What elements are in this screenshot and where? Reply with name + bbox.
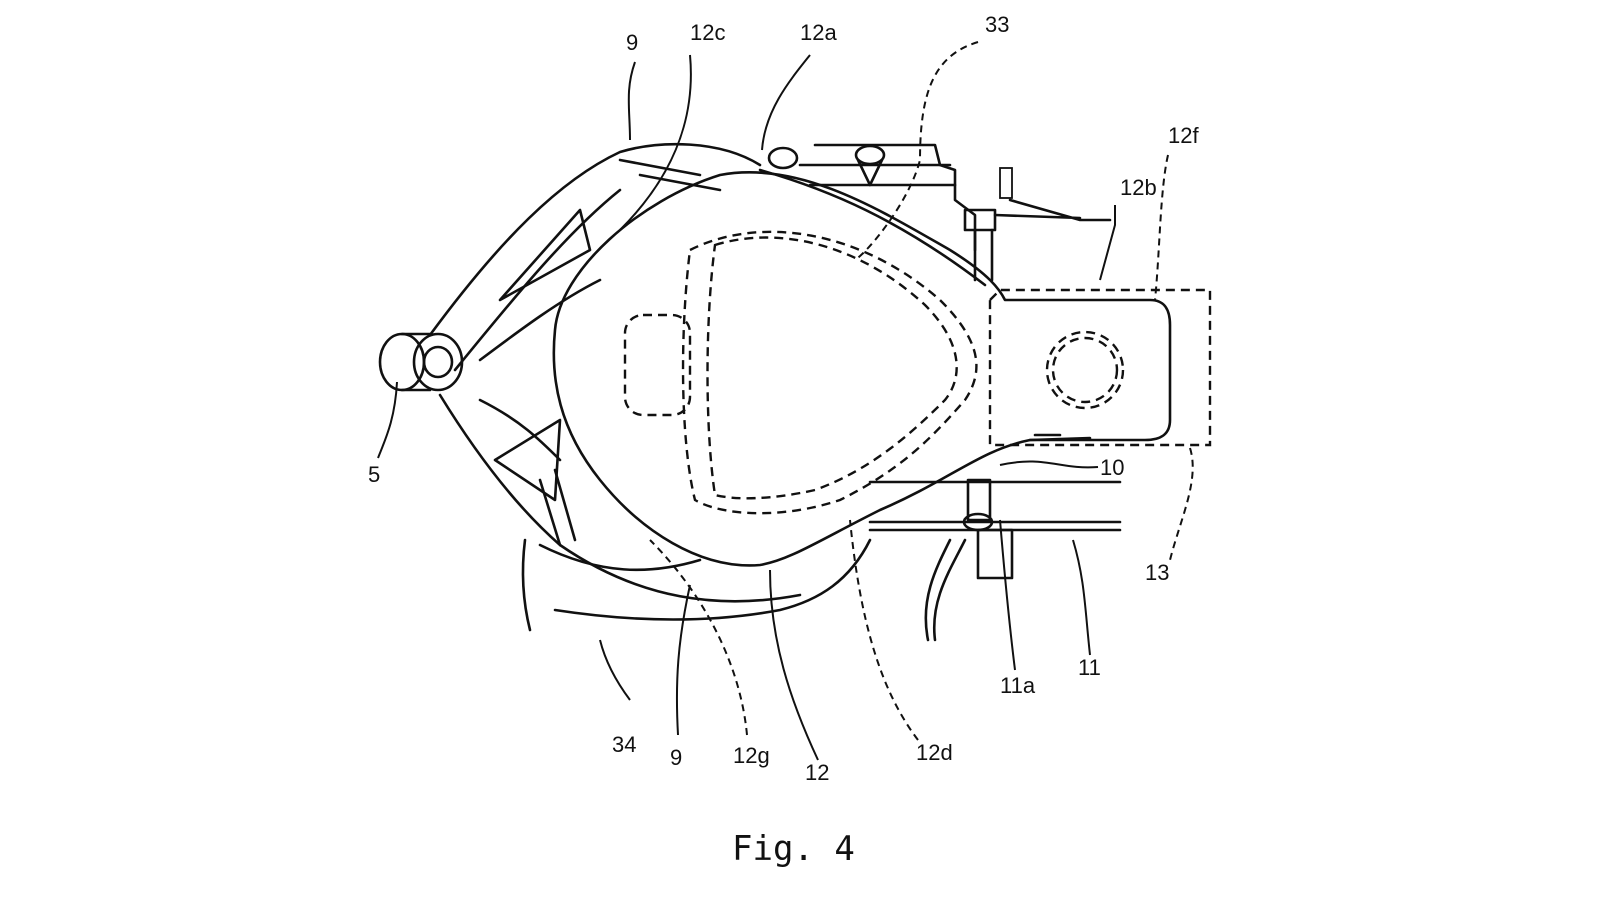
label-12g: 12g	[733, 743, 770, 768]
member-34	[521, 538, 872, 632]
dashed-components	[623, 230, 1212, 515]
label-11: 11	[1078, 655, 1101, 680]
label-12: 12	[805, 760, 829, 785]
label-12b: 12b	[1120, 175, 1157, 200]
leader-lines	[377, 41, 1194, 761]
pivot-5	[378, 332, 464, 392]
label-11a: 11a	[1000, 673, 1036, 698]
label-12a: 12a	[800, 20, 837, 45]
upper-parts	[767, 143, 1112, 282]
label-5: 5	[368, 462, 380, 487]
label-12c: 12c	[690, 20, 725, 45]
body-12	[552, 168, 1172, 567]
label-9-bottom: 9	[670, 745, 682, 770]
frame-9	[428, 142, 802, 603]
label-10: 10	[1100, 455, 1124, 480]
lower-frame-11	[868, 433, 1122, 642]
label-9-top: 9	[626, 30, 638, 55]
label-34: 34	[612, 732, 636, 757]
label-12f: 12f	[1168, 123, 1199, 148]
reference-labels: 9 12c 12a 33 12f 12b 5 10 13 11 11a 34 9…	[368, 12, 1199, 785]
label-33: 33	[985, 12, 1009, 37]
figure-caption: Fig. 4	[732, 829, 855, 869]
label-12d: 12d	[916, 740, 953, 765]
label-13: 13	[1145, 560, 1169, 585]
